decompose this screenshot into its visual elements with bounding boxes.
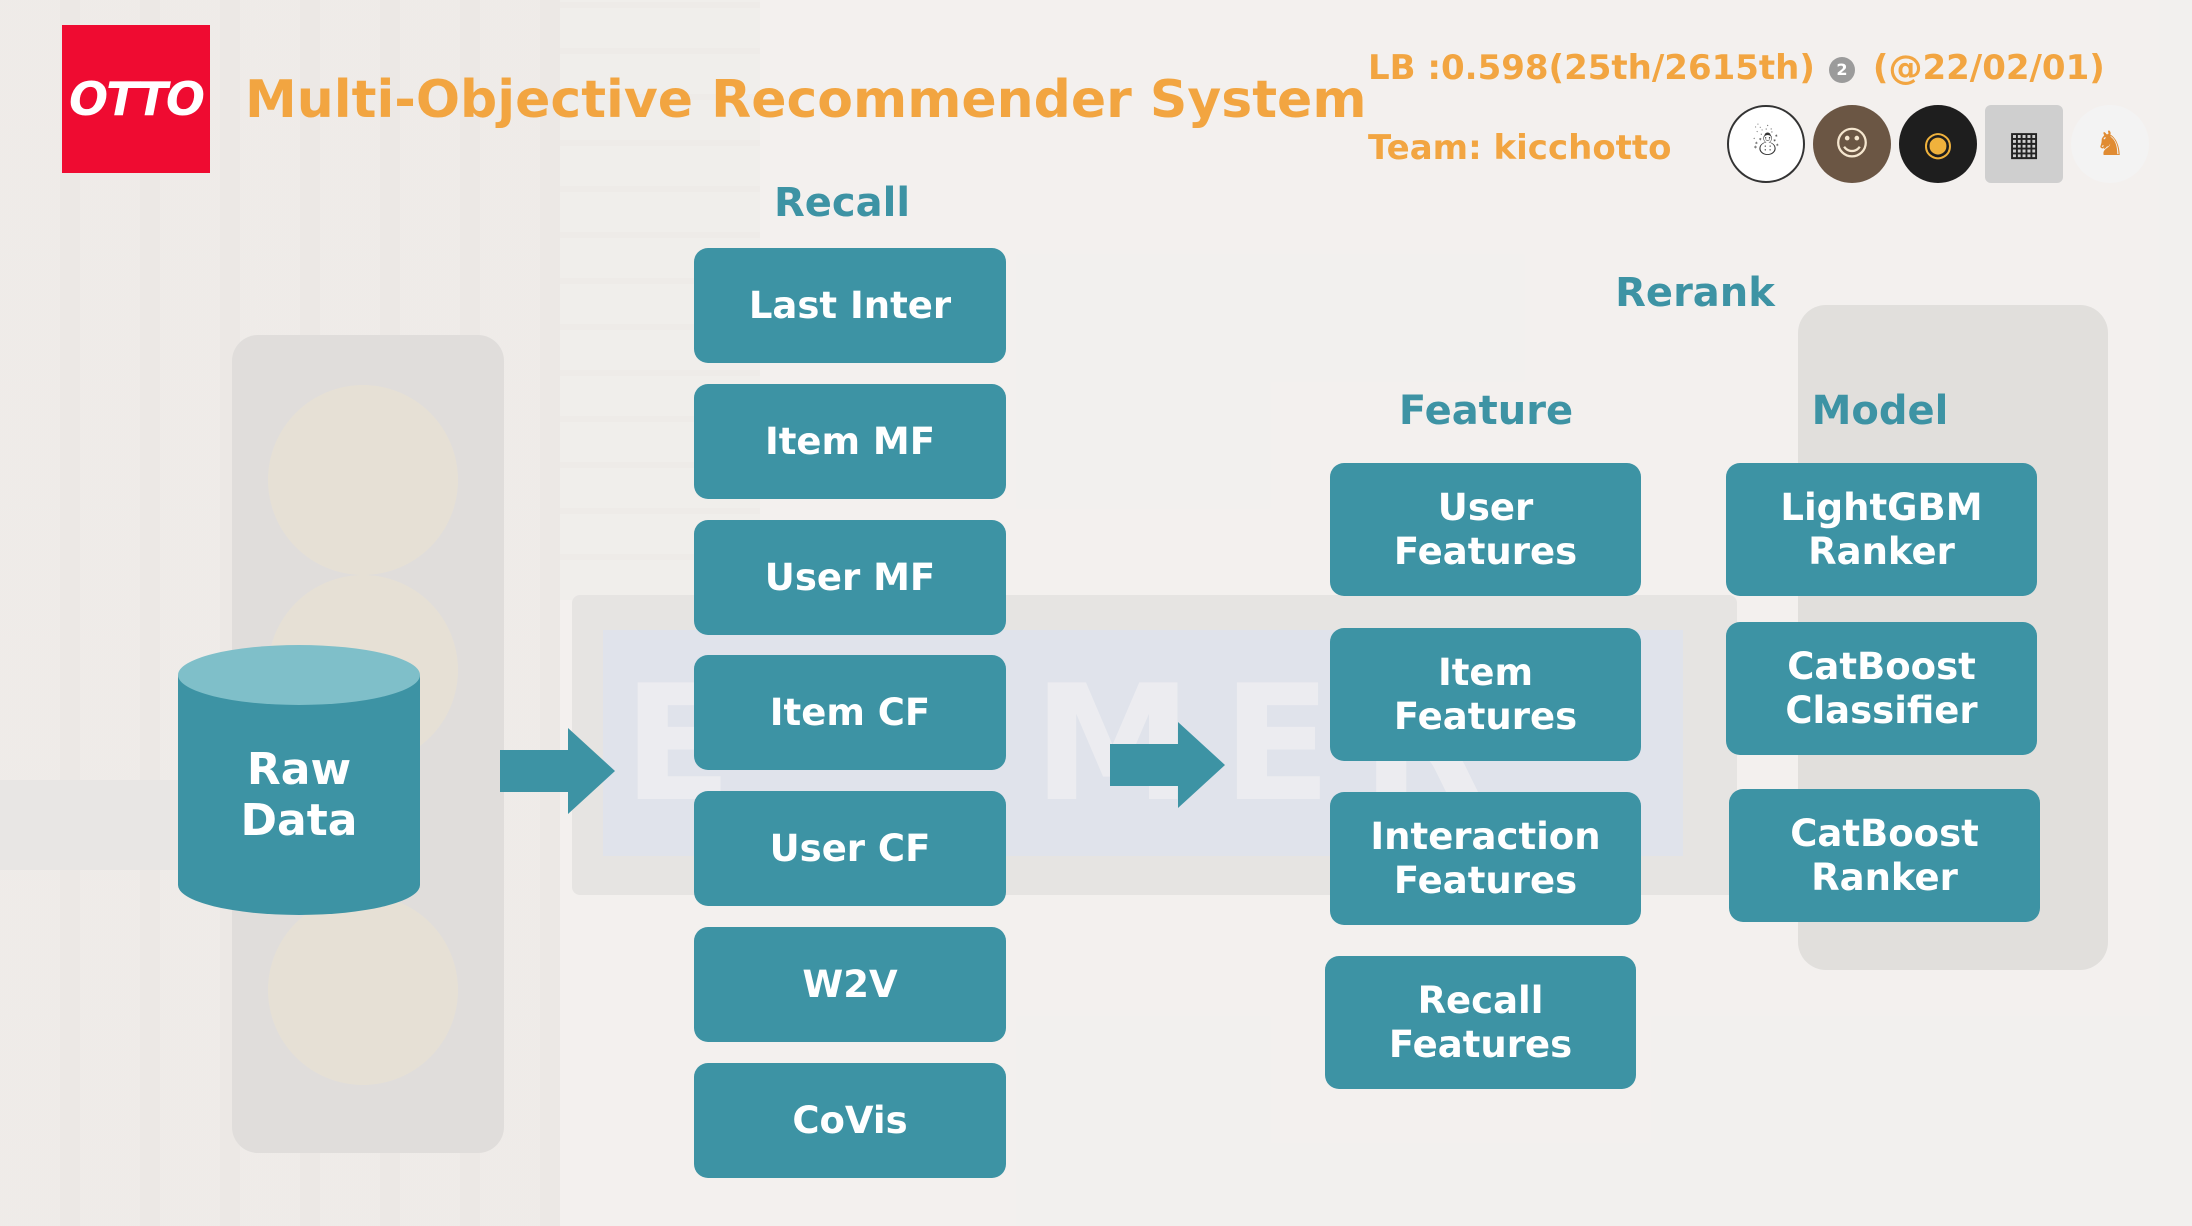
leaderboard-score: LB :0.598(25th/2615th): [1368, 48, 1815, 88]
leaderboard-date: (@22/02/01): [1872, 48, 2105, 88]
arrow-right-icon: [500, 728, 615, 814]
raw-data-cylinder: Raw Data: [178, 645, 420, 915]
recall-title: Recall: [773, 180, 911, 226]
team-avatars: ☃ ☺ ◉ ▦ ♞: [1727, 105, 2149, 183]
silver-medal-icon: 2: [1828, 56, 1855, 83]
model-item-catboost-ranker: CatBoost Ranker: [1729, 789, 2040, 922]
recall-item-covis: CoVis: [694, 1063, 1006, 1178]
arrow-right-icon: [1110, 722, 1225, 808]
page-title: Multi-Objective Recommender System: [245, 70, 1367, 130]
logo-text: OTTO: [68, 72, 205, 126]
model-item-lightgbm-ranker: LightGBM Ranker: [1726, 463, 2037, 596]
recall-item-item-mf: Item MF: [694, 384, 1006, 499]
recall-item-last-inter: Last Inter: [694, 248, 1006, 363]
leaderboard-info: LB :0.598(25th/2615th) 2 (@22/02/01): [1368, 48, 2105, 88]
raw-data-label: Raw Data: [240, 744, 358, 846]
recall-item-user-mf: User MF: [694, 520, 1006, 635]
corgi-dog-avatar-icon: ♞: [2071, 105, 2149, 183]
database-icon: [178, 645, 420, 915]
feature-item-user: User Features: [1330, 463, 1641, 596]
feature-title: Feature: [1398, 388, 1574, 434]
otto-logo: OTTO: [62, 25, 210, 173]
feature-item-interaction: Interaction Features: [1330, 792, 1641, 925]
masked-face-avatar-icon: ◉: [1899, 105, 1977, 183]
recall-item-item-cf: Item CF: [694, 655, 1006, 770]
comic-collage-avatar-icon: ▦: [1985, 105, 2063, 183]
rerank-title: Rerank: [1615, 270, 1775, 316]
snowman-avatar-icon: ☃: [1727, 105, 1805, 183]
traffic-lamp: [268, 895, 458, 1085]
recall-item-w2v: W2V: [694, 927, 1006, 1042]
feature-item-item: Item Features: [1330, 628, 1641, 761]
recall-item-user-cf: User CF: [694, 791, 1006, 906]
feature-item-recall: Recall Features: [1325, 956, 1636, 1089]
team-name: Team: kicchotto: [1368, 128, 1672, 168]
people-photo-avatar-icon: ☺: [1813, 105, 1891, 183]
model-title: Model: [1811, 388, 1949, 434]
traffic-lamp: [268, 385, 458, 575]
model-item-catboost-classifier: CatBoost Classifier: [1726, 622, 2037, 755]
